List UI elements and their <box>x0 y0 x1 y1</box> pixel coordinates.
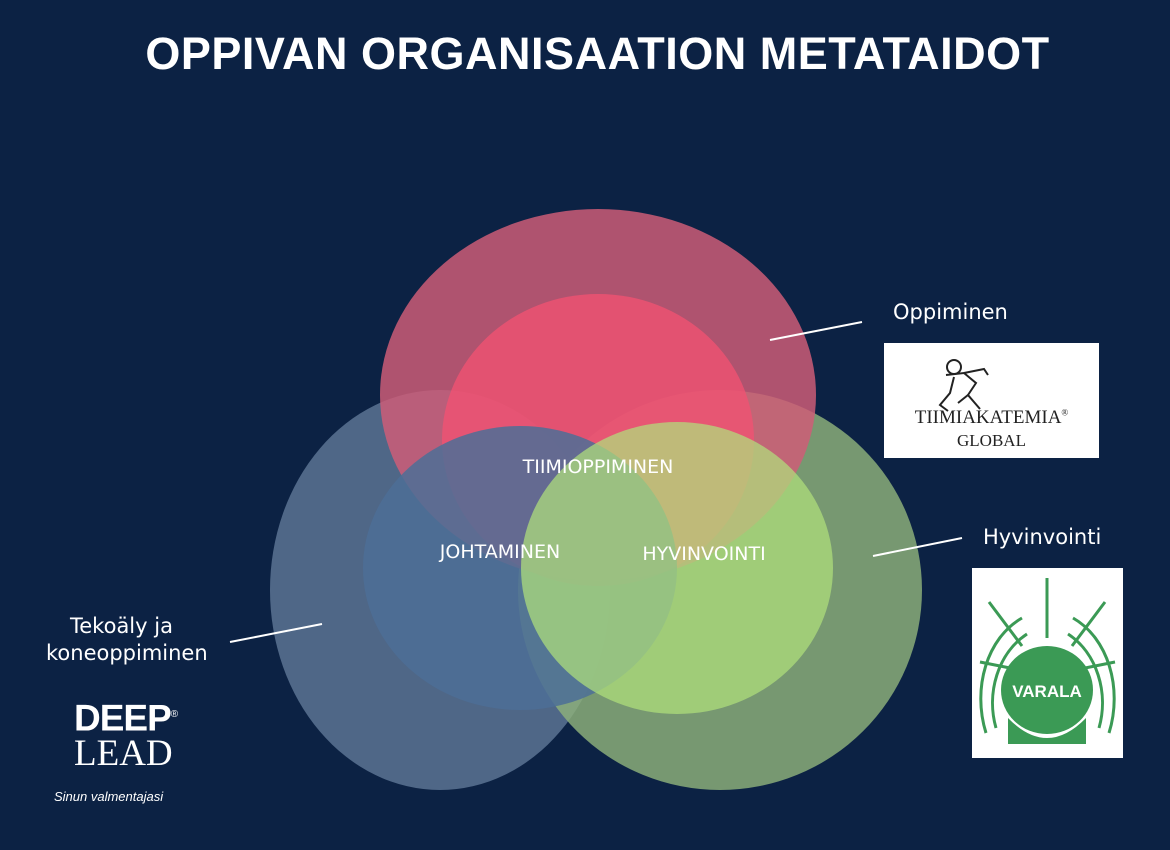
label-hyvinvointi: Hyvinvointi <box>983 525 1102 549</box>
label-tiimioppiminen: TIIMIOPPIMINEN <box>522 456 674 478</box>
label-johtaminen: JOHTAMINEN <box>439 541 561 563</box>
deeplead-line2: LEAD <box>74 733 173 775</box>
deeplead-logo: DEEP® LEAD <box>74 697 178 775</box>
deeplead-registered: ® <box>170 709 178 720</box>
varala-logo: VARALA <box>972 568 1123 758</box>
tiimiakatemia-wordmark: TIIMIAKATEMIA® <box>884 407 1099 429</box>
varala-text: VARALA <box>1012 682 1082 701</box>
label-tekoaly-line2: koneoppiminen <box>46 641 208 665</box>
tiimiakatemia-logo: TIIMIAKATEMIA® GLOBAL <box>884 343 1099 458</box>
tiimiakatemia-figure-icon <box>938 359 989 412</box>
pointer-line-hyvinvointi <box>872 537 963 557</box>
tiimiakatemia-line1: TIIMIAKATEMIA <box>914 407 1062 428</box>
label-oppiminen: Oppiminen <box>893 300 1008 324</box>
venn-circle-green-inner <box>521 422 833 714</box>
slide-title: OPPIVAN ORGANISAATION METATAIDOT <box>145 28 1050 79</box>
tiimiakatemia-registered: ® <box>1061 407 1069 418</box>
pointer-line-oppiminen <box>769 321 863 341</box>
deeplead-line1: DEEP <box>74 697 172 739</box>
deeplead-tagline: Sinun valmentajasi <box>54 789 164 804</box>
label-tekoaly-line1: Tekoäly ja <box>70 614 173 638</box>
varala-emblem-icon: VARALA <box>979 578 1116 744</box>
pointer-line-tekoaly <box>229 623 323 643</box>
deeplead-line1-row: DEEP® <box>74 697 178 739</box>
label-hyvinvointi-center: HYVINVOINTI <box>642 543 766 565</box>
tiimiakatemia-line2: GLOBAL <box>957 431 1026 450</box>
